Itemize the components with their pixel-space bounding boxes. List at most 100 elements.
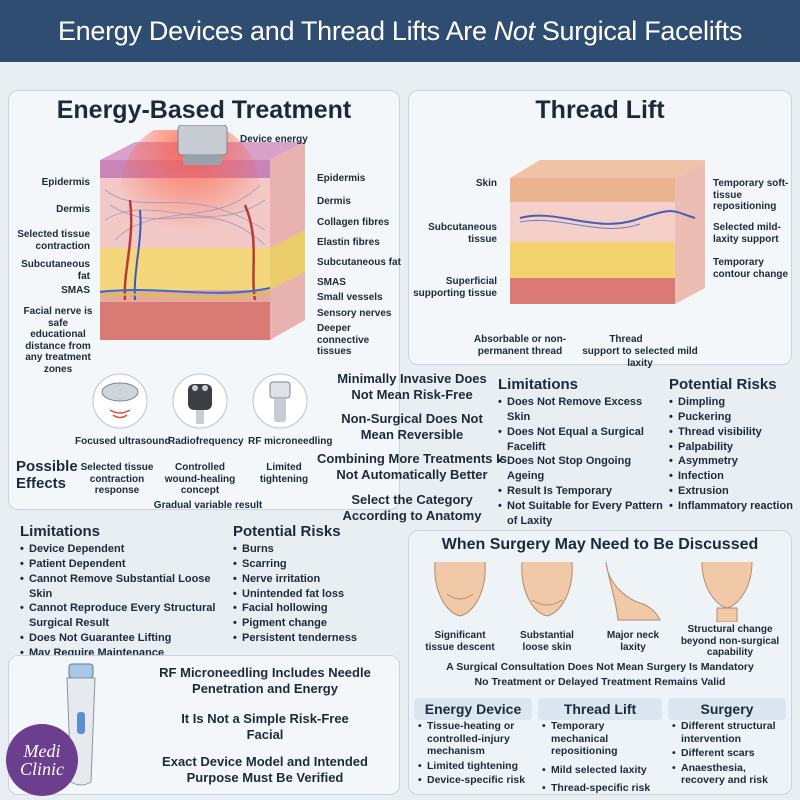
device-energy-label: Device energy [240,134,308,145]
rf-note-3: Exact Device Model and Intended Purpose … [162,754,368,785]
thread-right-label-1: Selected mild-laxity support [713,222,781,245]
face-neck-laxity-icon [605,561,661,621]
gradual-result-label: Gradual variable result [153,500,263,511]
list-item: Burns [233,542,383,557]
list-item: Asymmetry [669,454,794,469]
surgery-note-2: No Treatment or Delayed Treatment Remain… [474,676,726,688]
thread-bottom-left-label: Absorbable or non-permanent thread [473,334,567,357]
energy-title: Energy-Based Treatment [56,96,352,124]
thread-limitations-heading: Limitations [498,376,579,393]
list-item: Puckering [669,410,794,425]
thread-bottom-right-label-b: support to selected mild laxity [582,346,698,369]
thread-title: Thread Lift [535,96,665,124]
column-surgery-list: Different structural intervention Differ… [672,720,790,787]
banner-text-emphasis: Not [493,15,535,46]
energy-skin-diagram [99,130,305,340]
thread-risks-list: Dimpling Puckering Thread visibility Pal… [669,395,794,514]
list-item: Thread-specific risk [542,782,664,795]
face-label-structural: Structural change beyond non-surgical ca… [680,624,780,658]
energy-limitations-heading: Limitations [20,523,101,540]
device-name-rf-microneedling: RF microneedling [248,436,333,447]
list-item: Infection [669,469,794,484]
list-item: Palpability [669,440,794,455]
face-label-descent: Significant tissue descent [425,630,495,653]
energy-left-label-nerve: Facial nerve is safe educational distanc… [23,306,93,375]
rf-note-1: RF Microneedling Includes Needle Penetra… [159,665,371,696]
list-item: Anaesthesia, recovery and risk [672,762,790,787]
energy-limitations-list: Device Dependent Patient Dependent Canno… [20,542,230,661]
energy-right-label-3: Elastin fibres [317,237,380,248]
focused-ultrasound-icon [92,373,148,429]
list-item: Device-specific risk [418,774,533,787]
face-loose-skin-icon [521,561,573,617]
list-item: Nerve irritation [233,572,383,587]
effect-rf-microneedling: Limited tightening [259,462,309,485]
face-tissue-descent-icon [434,561,486,617]
thread-right-label-2: Temporary contour change [713,257,789,280]
thread-risks-heading: Potential Risks [669,376,777,393]
list-item: Inflammatory reaction [669,499,794,514]
energy-left-label-dermis: Dermis [56,204,90,215]
list-item: Does Not Guarantee Lifting [20,631,230,646]
list-item: Scarring [233,557,383,572]
list-item: Facial hollowing [233,601,383,616]
thread-skin-diagram [510,160,705,304]
list-item: Mild selected laxity [542,764,664,777]
thread-right-label-0: Temporary soft-tissue repositioning [713,178,789,212]
energy-right-label-2: Collagen fibres [317,217,390,228]
list-item: Different scars [672,747,790,760]
list-item: Persistent tenderness [233,631,383,646]
middle-note-2: Non-Surgical Does Not Mean Reversible [341,411,483,442]
device-name-focused-ultrasound: Focused ultrasound [75,436,171,447]
face-label-loose-skin: Substantial loose skin [520,630,574,653]
energy-risks-heading: Potential Risks [233,523,341,540]
list-item: Cannot Remove Substantial Loose Skin [20,572,230,602]
energy-right-label-1: Dermis [317,196,351,207]
middle-note-3: Combining More Treatments Is Not Automat… [317,451,507,482]
energy-risks-list: Burns Scarring Nerve irritation Unintend… [233,542,383,646]
effect-focused-ultrasound: Selected tissue contraction response [80,462,154,496]
list-item: Unintended fat loss [233,587,383,602]
energy-right-label-6: Small vessels [317,292,383,303]
list-item: Temporary mechanical repositioning [542,720,664,758]
list-item: Does Not Remove Excess Skin [498,395,663,425]
list-item: Different structural intervention [672,720,790,745]
middle-note-4: Select the Category According to Anatomy [342,492,482,523]
surgery-title: When Surgery May Need to Be Discussed [441,536,759,553]
list-item: Tissue-heating or controlled-injury mech… [418,720,533,758]
energy-right-label-7: Sensory nerves [317,308,392,319]
energy-left-label-smas: SMAS [61,285,90,296]
energy-left-label-fat: Subcutaneous fat [21,259,90,282]
face-structural-change-icon [701,561,753,622]
list-item: Patient Dependent [20,557,230,572]
energy-right-label-8: Deeper connective tissues [317,323,370,357]
face-label-neck: Major neck laxity [606,630,660,653]
thread-limitations-list: Does Not Remove Excess Skin Does Not Equ… [498,395,663,529]
column-thread-lift-list: Temporary mechanical repositioning Mild … [542,720,664,795]
list-item: Limited tightening [418,760,533,773]
thread-left-label-superficial: Superficial supporting tissue [413,276,497,299]
energy-left-label-epidermis: Epidermis [41,177,90,188]
list-item: Does Not Equal a Surgical Facelift [498,425,663,455]
column-header-energy-device: Energy Device [414,698,532,720]
thread-left-label-skin: Skin [475,178,497,189]
logo-line-1: Medi [23,741,61,761]
device-probe-icon [177,125,228,165]
column-energy-device-list: Tissue-heating or controlled-injury mech… [418,720,533,787]
column-header-surgery: Surgery [668,698,786,720]
thread-left-label-subcutaneous: Subcutaneous tissue [428,222,497,245]
list-item: Result Is Temporary [498,484,663,499]
list-item: Dimpling [669,395,794,410]
energy-right-label-0: Epidermis [317,173,366,184]
possible-effects-label: Possible Effects [16,458,78,492]
rf-note-2: It Is Not a Simple Risk-Free Facial [181,711,349,742]
list-item: Device Dependent [20,542,230,557]
medi-clinic-logo: Medi Clinic [6,724,78,796]
radiofrequency-icon [172,373,228,429]
energy-left-label-contraction: Selected tissue contraction [17,229,90,252]
list-item: Thread visibility [669,425,794,440]
title-banner: Energy Devices and Thread Lifts Are Not … [0,0,800,62]
surgery-note-1: A Surgical Consultation Does Not Mean Su… [446,661,754,673]
banner-text-post: Surgical Facelifts [541,15,743,46]
list-item: Does Not Stop Ongoing Ageing [498,454,663,484]
